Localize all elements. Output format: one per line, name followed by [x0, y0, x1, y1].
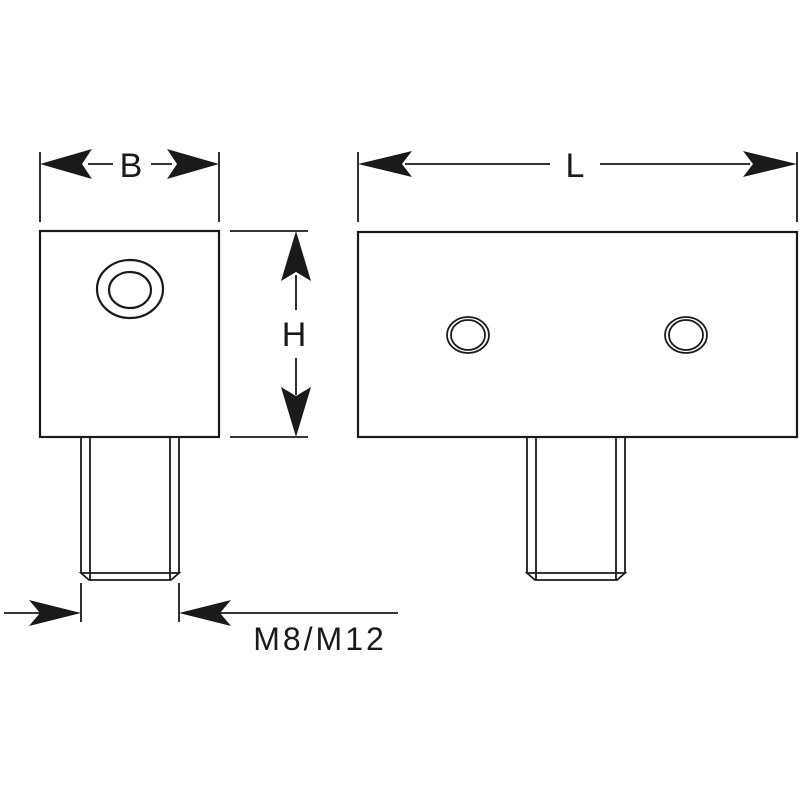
counterbore-inner-icon: [107, 270, 153, 310]
arrow-up-icon: [281, 231, 311, 281]
front-view-body: [356, 230, 799, 439]
arrow-left-icon: [358, 151, 412, 177]
arrow-down-icon: [281, 387, 311, 437]
dimension-b: B: [39, 147, 220, 222]
mounting-hole-inner-icon: [668, 319, 704, 351]
mounting-hole-outer-icon: [446, 316, 490, 354]
dimension-l: L: [357, 147, 798, 222]
dimension-l-label: L: [566, 147, 585, 185]
side-view-stud: [78, 437, 182, 581]
front-view: [356, 230, 799, 581]
dimension-h-label: H: [282, 316, 307, 354]
dimension-h: H: [230, 230, 311, 438]
arrow-left-icon: [179, 600, 231, 626]
front-view-stud: [524, 437, 628, 581]
arrow-right-icon: [743, 151, 797, 177]
side-view: [38, 229, 221, 581]
counterbore-outer-icon: [95, 258, 165, 320]
thread-size-label: M8/M12: [253, 621, 387, 657]
dimension-b-label: B: [120, 147, 143, 185]
mounting-hole-inner-icon: [450, 319, 486, 351]
side-view-body: [38, 229, 221, 439]
mounting-hole-outer-icon: [664, 316, 708, 354]
arrow-right-icon: [29, 600, 81, 626]
arrow-left-icon: [40, 149, 92, 179]
arrow-right-icon: [167, 149, 219, 179]
dimension-thread: M8/M12: [4, 583, 398, 657]
